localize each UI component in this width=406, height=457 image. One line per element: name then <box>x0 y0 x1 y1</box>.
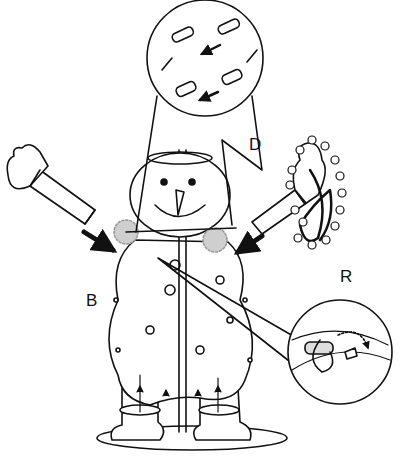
part-label: B <box>86 292 97 309</box>
body-buttons <box>114 260 252 362</box>
snowman-head <box>130 152 230 237</box>
hat-detail <box>126 0 263 232</box>
part-label: R <box>340 268 352 285</box>
leg-stakes <box>137 375 221 412</box>
left-arm <box>7 145 113 250</box>
clip-detail <box>158 258 392 404</box>
ear-muffs <box>114 220 227 252</box>
light-string <box>286 136 346 249</box>
snowman-body <box>109 240 252 405</box>
right-arm <box>238 143 325 252</box>
part-label: D <box>249 136 261 153</box>
